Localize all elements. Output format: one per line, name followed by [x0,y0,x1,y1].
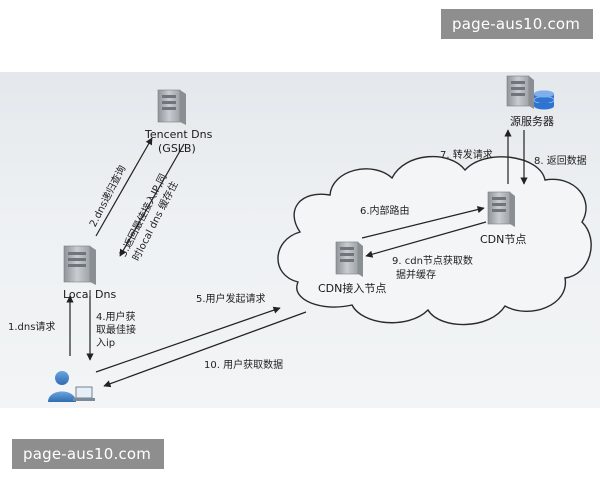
database-icon [533,90,555,110]
step-4-label-line1: 4.用户获 [96,312,136,323]
origin-server-icon [506,75,534,109]
step-6-label: 6.内部路由 [360,206,410,217]
step-7-label: 7. 转发请求 [440,150,493,161]
step-5-label: 5.用户发起请求 [196,294,266,305]
step-4-label-line3: 入ip [96,338,116,349]
cdn-cloud [277,155,592,326]
step-4-label-line2: 取最佳接 [96,325,136,336]
cdn-access-label: CDN接入节点 [318,282,387,295]
tencent-dns-label: Tencent Dns [145,128,213,141]
local-dns-label: Local Dns [63,288,117,301]
user-icon [48,371,95,402]
arrow-step-3 [119,143,185,257]
tencent-gslb-label: (GSLB) [158,142,196,155]
arrow-step-5 [95,306,281,373]
local-dns-server-icon [63,245,96,285]
tencent-dns-server-icon [157,89,186,125]
watermark-bottom: page-aus10.com [12,439,164,469]
step-1-label: 1.dns请求 [8,322,56,333]
arrow-step-9 [365,221,487,258]
step-9-label-line2: 据并缓存 [396,270,436,281]
arrow-step-2 [95,137,153,237]
arrow-step-6 [361,206,485,239]
step-9-label-line1: 9. cdn节点获取数 [392,256,473,267]
step-10-label: 10. 用户获取数据 [204,360,284,371]
cdn-node-label: CDN节点 [480,233,527,246]
arrow-step-10 [103,311,307,388]
watermark-top: page-aus10.com [441,9,593,39]
cdn-node-server-icon [487,191,515,227]
origin-server-label: 源服务器 [510,115,554,128]
step-8-label: 8. 返回数据 [534,156,587,167]
cdn-access-server-icon [335,241,363,277]
